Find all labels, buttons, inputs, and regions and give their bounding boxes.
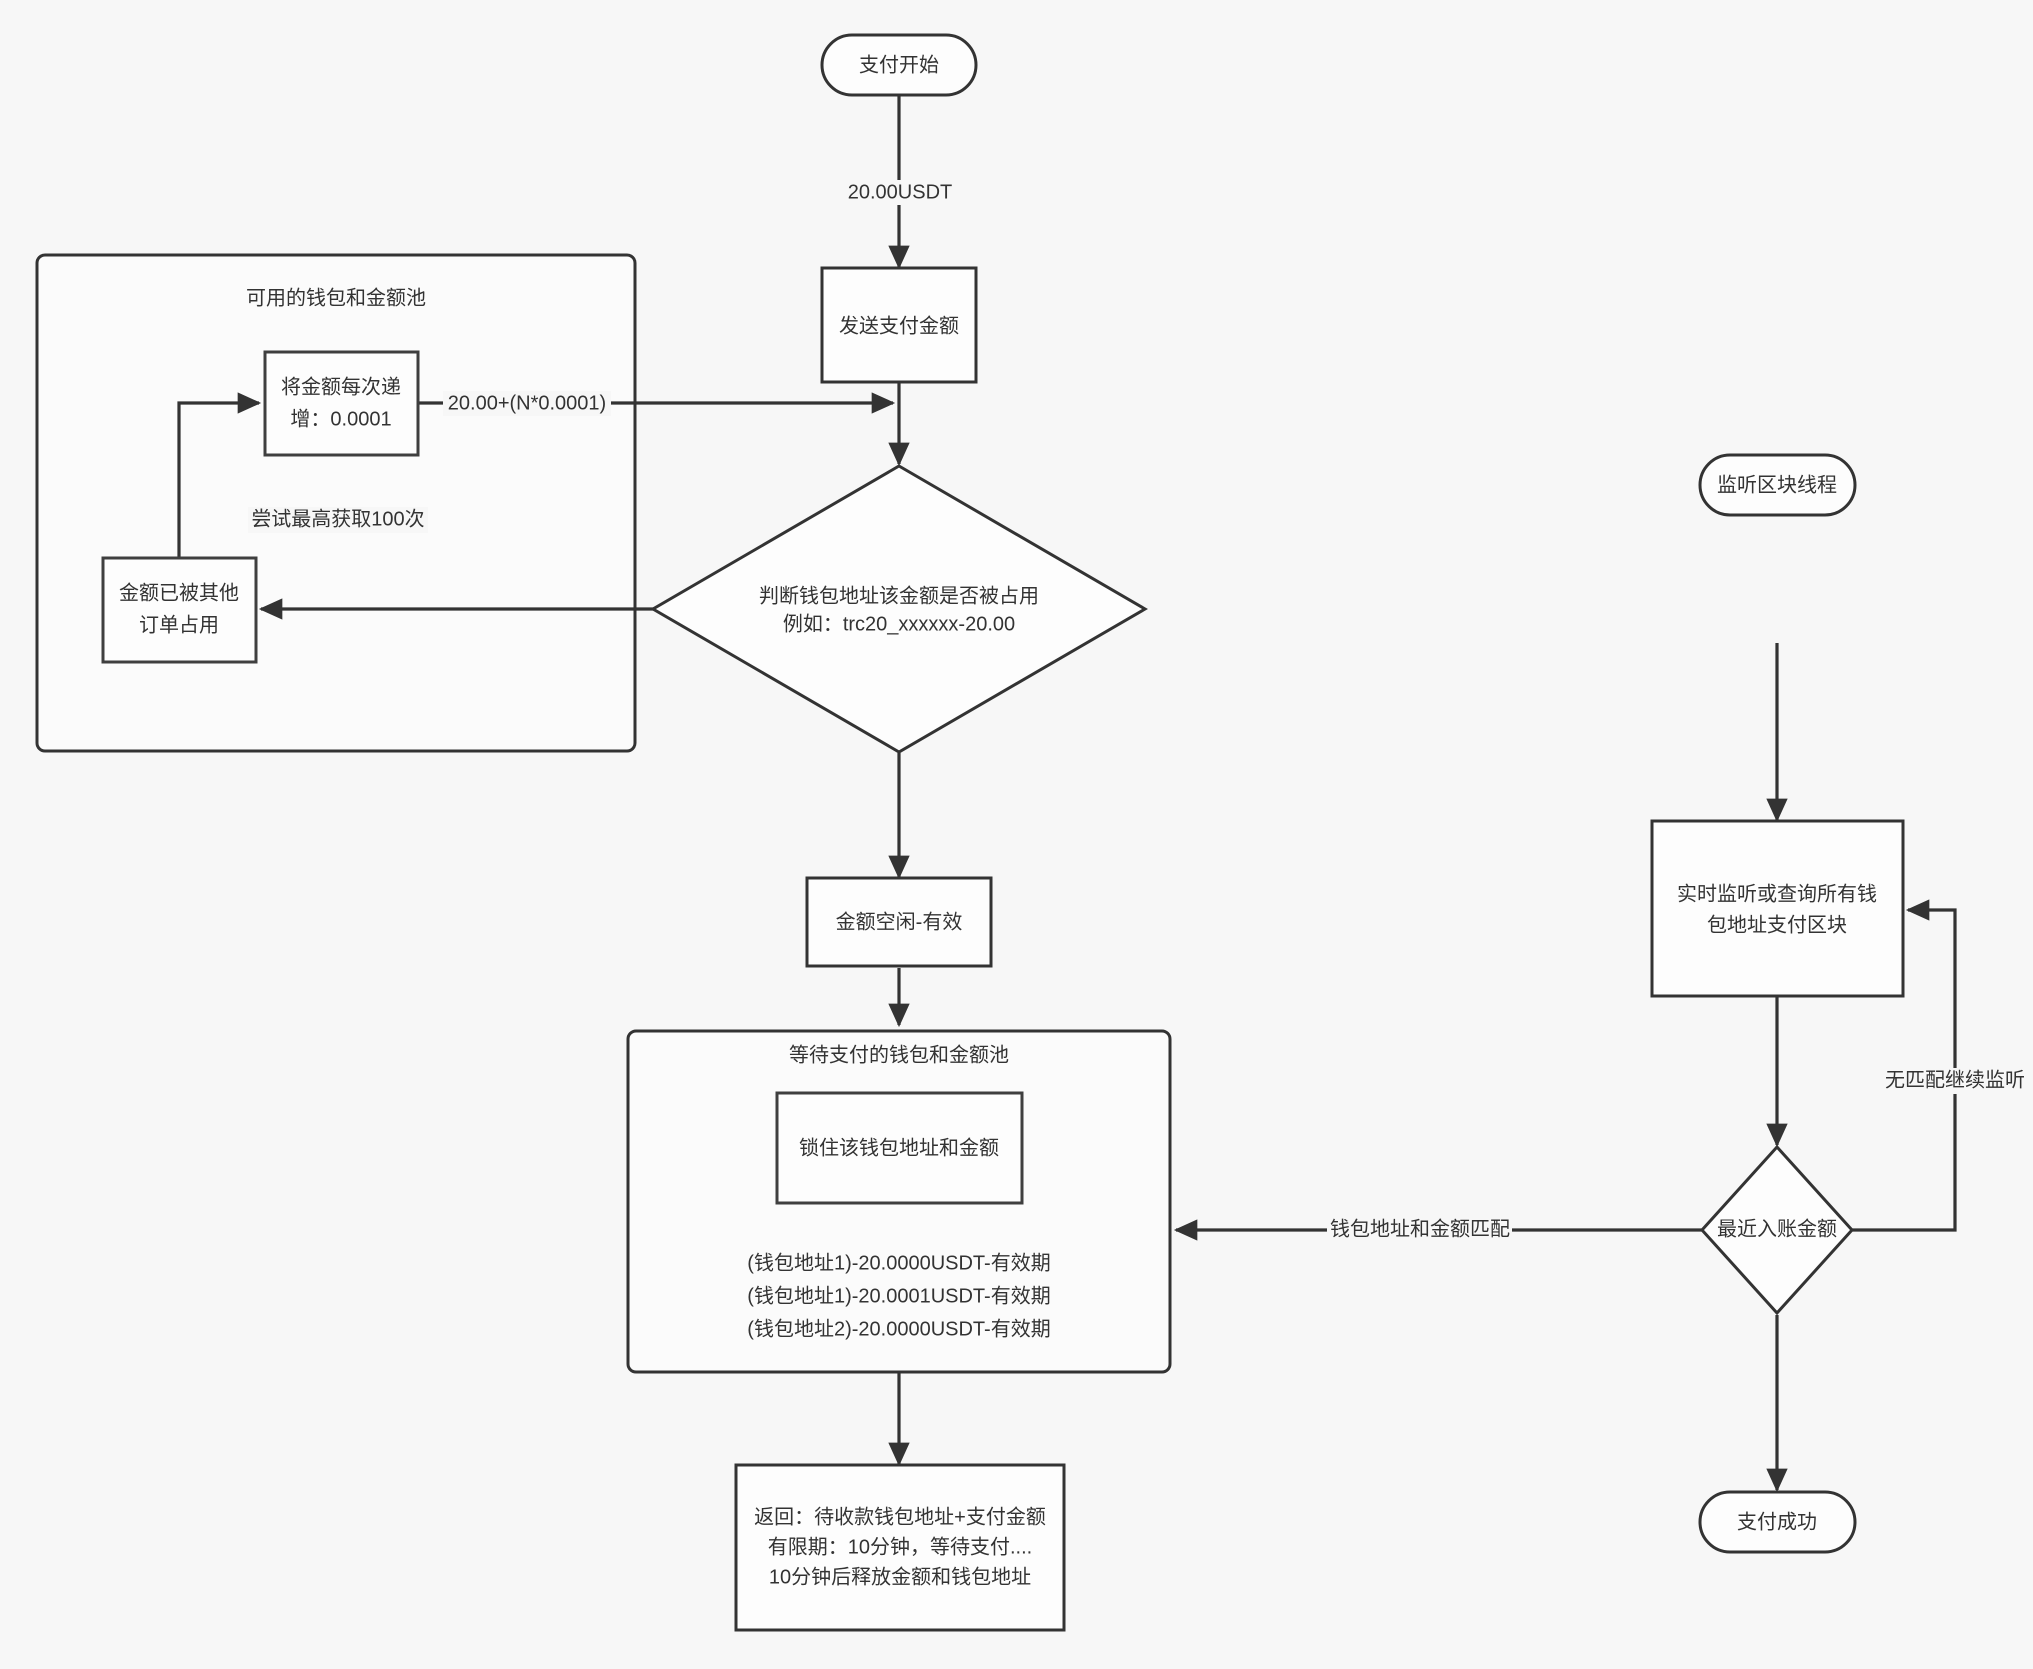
amount-usdt-label-bg	[840, 180, 960, 205]
waiting-pool-entry-0: (钱包地址1)-20.0000USDT-有效期	[747, 1251, 1050, 1274]
start-shape	[820, 33, 978, 97]
amount-free-label: 金额空闲-有效	[836, 910, 963, 933]
node-occupied[interactable]: 金额已被其他 订单占用	[101, 556, 258, 664]
increment-shape	[263, 350, 420, 457]
monitor-shape	[1650, 819, 1905, 998]
edge-label-no-match: 无匹配继续监听	[1875, 1068, 2033, 1094]
pay-success-label: 支付成功	[1737, 1510, 1817, 1533]
return-info-line3: 10分钟后释放金额和钱包地址	[769, 1565, 1031, 1588]
occupied-label-line1: 金额已被其他	[119, 581, 239, 604]
available-pool-title: 可用的钱包和金额池	[246, 286, 426, 309]
decision-occupied-line2: 例如：trc20_xxxxxx-20.00	[783, 612, 1015, 635]
increment-label-line1: 将金额每次递	[281, 375, 401, 398]
node-return-info[interactable]: 返回：待收款钱包地址+支付金额 有限期：10分钟，等待支付.... 10分钟后释…	[734, 1463, 1066, 1632]
increment-formula-label: 20.00+(N*0.0001)	[448, 392, 606, 414]
edge-label-increment-formula: 20.00+(N*0.0001)	[443, 391, 611, 416]
node-send-amount[interactable]: 发送支付金额	[820, 266, 978, 384]
match-found-label-bg	[1327, 1217, 1512, 1243]
edge-label-retry-100: 尝试最高获取100次	[248, 507, 428, 533]
amount-free-shape	[805, 876, 993, 968]
lock-shape	[775, 1091, 1024, 1205]
send-amount-shape	[820, 266, 978, 384]
retry-100-label: 尝试最高获取100次	[251, 507, 424, 530]
start-label: 支付开始	[859, 53, 939, 76]
edge-label-amount-usdt: 20.00USDT	[840, 180, 960, 205]
monitor-line2: 包地址支付区块	[1707, 913, 1847, 936]
pay-success-shape	[1698, 1490, 1857, 1554]
increment-formula-label-bg	[443, 391, 611, 416]
node-listen-thread[interactable]: 监听区块线程	[1698, 453, 1857, 517]
decision-recent-label: 最近入账金额	[1717, 1217, 1837, 1240]
listen-thread-shape	[1698, 453, 1857, 517]
node-amount-free[interactable]: 金额空闲-有效	[805, 876, 993, 968]
decision-recent-shape	[1699, 1144, 1855, 1316]
retry-100-label-bg	[248, 507, 428, 533]
decision-occupied-shape	[650, 464, 1148, 754]
send-amount-label: 发送支付金额	[839, 314, 959, 337]
return-info-line1: 返回：待收款钱包地址+支付金额	[754, 1505, 1046, 1528]
no-match-label-bg	[1875, 1068, 2033, 1094]
occupied-label-line2: 订单占用	[139, 613, 219, 636]
node-increment[interactable]: 将金额每次递 增：0.0001	[263, 350, 420, 457]
amount-usdt-label: 20.00USDT	[848, 181, 953, 203]
edge-label-match-found: 钱包地址和金额匹配	[1327, 1217, 1512, 1243]
monitor-line1: 实时监听或查询所有钱	[1677, 882, 1877, 905]
waiting-pool-title: 等待支付的钱包和金额池	[789, 1043, 1009, 1066]
node-monitor[interactable]: 实时监听或查询所有钱 包地址支付区块	[1650, 819, 1905, 998]
waiting-pool-entry-1: (钱包地址1)-20.0001USDT-有效期	[747, 1284, 1050, 1307]
node-decision-occupied[interactable]: 判断钱包地址该金额是否被占用 例如：trc20_xxxxxx-20.00	[650, 464, 1148, 754]
increment-label-line2: 增：0.0001	[290, 407, 391, 430]
available-pool-box	[35, 253, 637, 753]
node-lock[interactable]: 锁住该钱包地址和金额	[775, 1091, 1024, 1205]
lock-label: 锁住该钱包地址和金额	[799, 1136, 999, 1159]
return-info-line2: 有限期：10分钟，等待支付....	[768, 1535, 1032, 1558]
match-found-label: 钱包地址和金额匹配	[1330, 1217, 1510, 1240]
waiting-pool-entry-2: (钱包地址2)-20.0000USDT-有效期	[747, 1317, 1050, 1340]
node-decision-recent[interactable]: 最近入账金额	[1699, 1144, 1855, 1316]
edge-occupied-to-increment	[177, 392, 262, 558]
return-info-shape	[734, 1463, 1066, 1632]
occupied-shape	[101, 556, 258, 664]
decision-occupied-line1: 判断钱包地址该金额是否被占用	[759, 584, 1039, 607]
container-available-pool: 可用的钱包和金额池	[35, 253, 637, 753]
node-pay-success[interactable]: 支付成功	[1698, 1490, 1857, 1554]
node-start[interactable]: 支付开始	[820, 33, 978, 97]
listen-thread-label: 监听区块线程	[1717, 473, 1837, 496]
no-match-label: 无匹配继续监听	[1885, 1068, 2025, 1091]
